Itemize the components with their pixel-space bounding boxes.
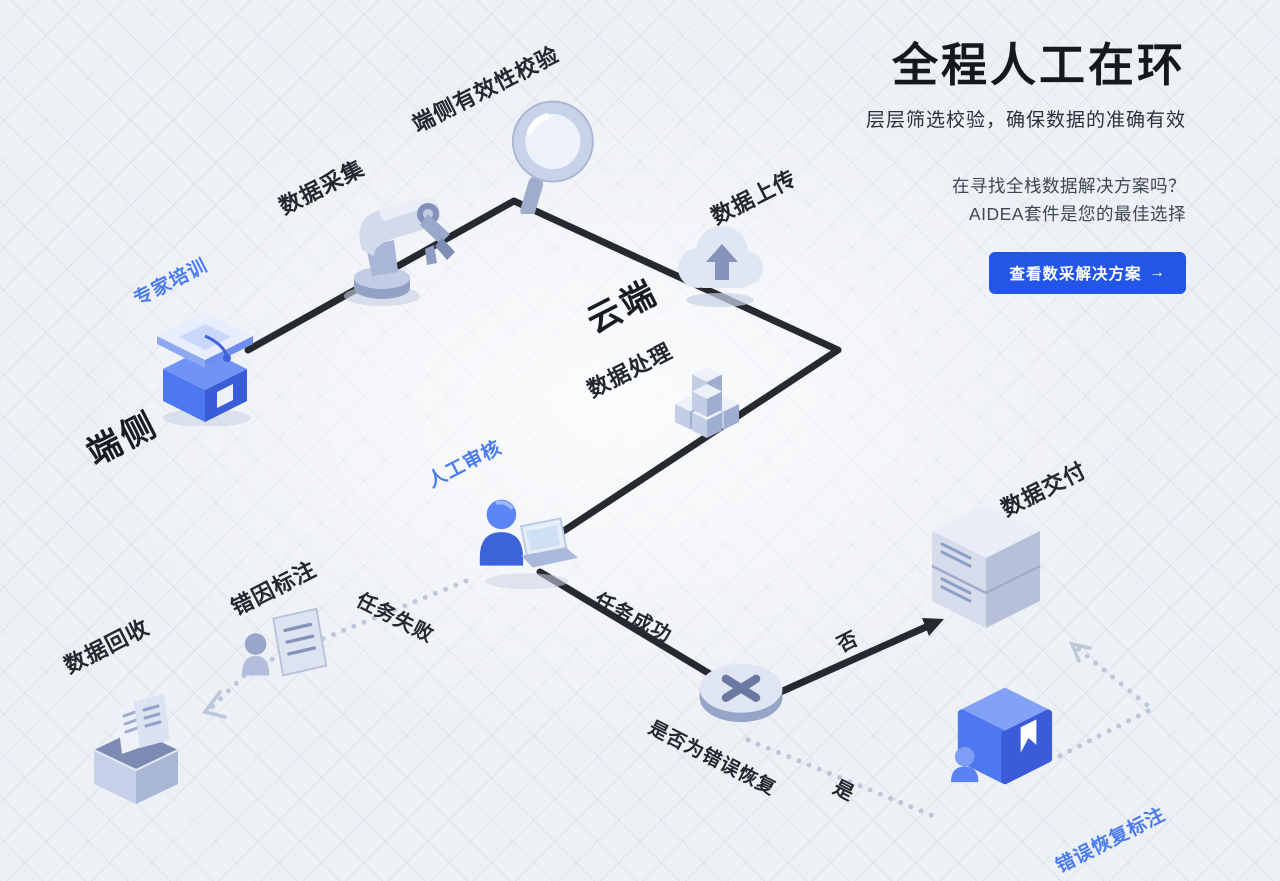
cloud-upload-icon	[678, 226, 763, 307]
x-decision-icon	[699, 663, 783, 723]
loopback-line	[1057, 644, 1157, 759]
person-document-icon	[241, 607, 328, 677]
robot-arm-icon	[344, 197, 455, 306]
graduation-cap-icon	[157, 312, 253, 426]
view-solution-label: 查看数采解决方案	[1009, 265, 1142, 283]
bookmark-cube-person-icon	[950, 687, 1053, 785]
arrow-head-icon	[922, 618, 944, 636]
bookmark-icon	[1020, 719, 1037, 753]
page-title: 全程人工在环	[892, 39, 1186, 91]
person-laptop-icon	[479, 499, 579, 590]
no-branch-line	[772, 623, 930, 698]
magnifier-icon	[511, 100, 594, 214]
pitch-text: 在寻找全栈数据解决方案吗？ AIDEA套件是您的最佳选择	[866, 172, 1186, 228]
cube-cluster-icon	[675, 367, 739, 438]
pitch-line-2: AIDEA套件是您的最佳选择	[968, 203, 1186, 224]
header: 全程人工在环 层层筛选校验，确保数据的准确有效 在寻找全栈数据解决方案吗？ AI…	[866, 40, 1186, 294]
arrow-up-icon	[706, 244, 738, 280]
chevron-arrow-icon	[202, 690, 227, 719]
x-mark-icon	[721, 674, 761, 702]
chevron-arrow-icon	[1069, 641, 1092, 663]
server-icon	[931, 504, 1041, 628]
view-solution-button[interactable]: 查看数采解决方案 →	[989, 251, 1186, 294]
recycle-box-icon	[93, 694, 179, 804]
page-subtitle: 层层筛选校验，确保数据的准确有效	[865, 109, 1186, 131]
yes-branch-line	[745, 737, 939, 820]
task-success-line	[536, 568, 744, 696]
pitch-line-1: 在寻找全栈数据解决方案吗？	[952, 175, 1186, 196]
arrow-right-icon: →	[1149, 263, 1166, 281]
